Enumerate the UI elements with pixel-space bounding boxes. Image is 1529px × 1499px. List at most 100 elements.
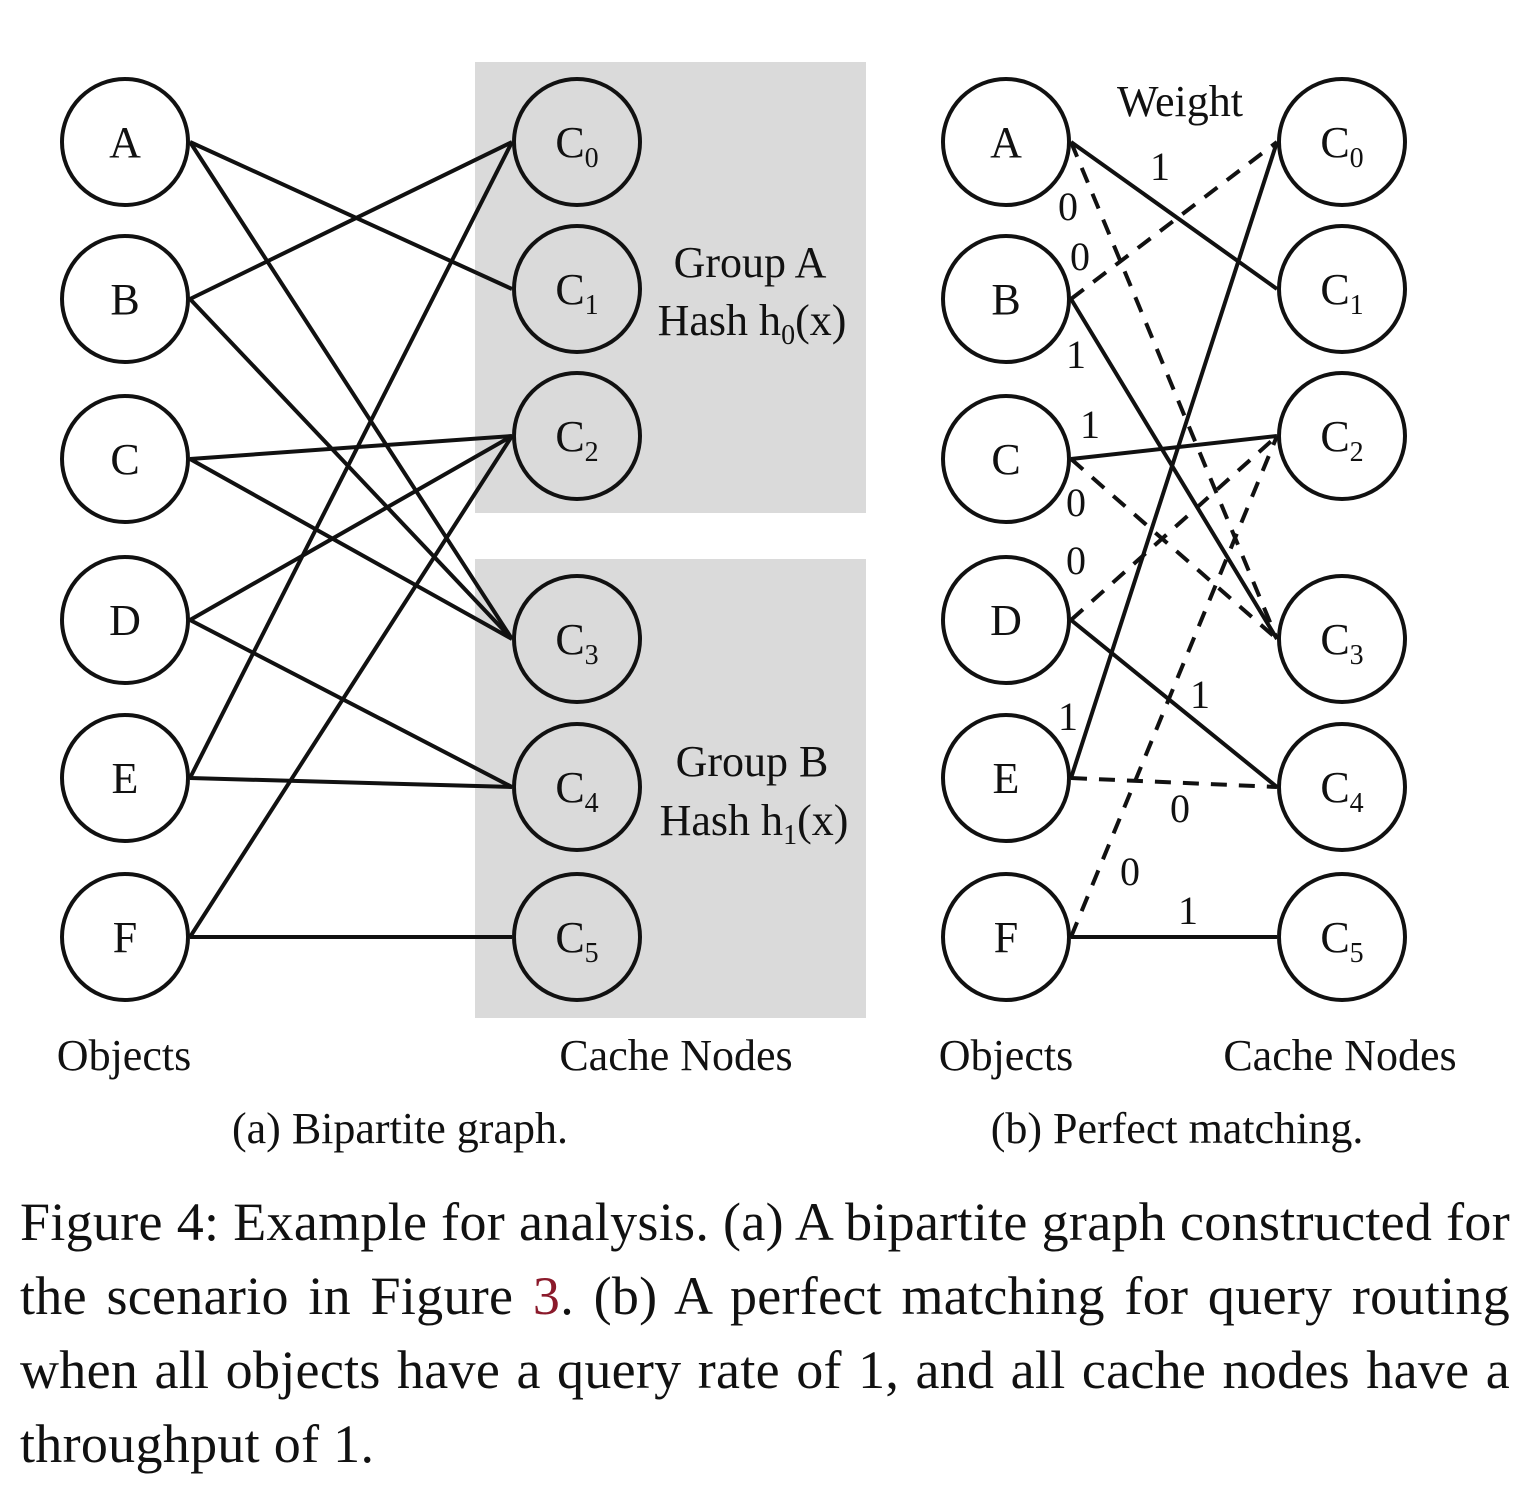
figure-caption: Figure 4: Example for analysis. (a) A bi…	[20, 1185, 1510, 1481]
panel-b-cache-nodes-label: Cache Nodes	[1223, 1031, 1456, 1080]
weight-label: 1	[1058, 694, 1078, 739]
node-label: E	[993, 754, 1020, 803]
panel-b-objects-label: Objects	[939, 1031, 1073, 1080]
edge-d-c4	[189, 618, 513, 789]
node-circle	[512, 872, 642, 1002]
node-label: C2	[555, 412, 598, 468]
panel-b-cache-node-c0: C0	[1277, 77, 1407, 207]
panel-b-object-node-e: E	[941, 713, 1071, 843]
panel-b-object-node-c: C	[941, 394, 1071, 524]
edge-d-c4	[1069, 618, 1279, 789]
node-label: C	[991, 435, 1020, 484]
weight-label: 1	[1150, 144, 1170, 189]
node-circle	[941, 394, 1071, 524]
panel-a-object-node-d: D	[60, 555, 190, 685]
weight-label: 0	[1070, 234, 1090, 279]
node-circle	[60, 555, 190, 685]
panel-b-cache-node-c2: C2	[1277, 371, 1407, 501]
panel-b-cache-node-c1: C1	[1277, 224, 1407, 354]
node-circle	[1277, 872, 1407, 1002]
panel-a-subcaption: (a) Bipartite graph.	[232, 1104, 568, 1153]
group-b-title: Group B	[676, 737, 829, 786]
edge-a-c1	[189, 140, 513, 291]
edge-e-c4	[1070, 776, 1278, 789]
edge-b-c3	[1069, 297, 1279, 641]
panel-b-cache-node-c4: C4	[1277, 722, 1407, 852]
node-circle	[512, 371, 642, 501]
node-label: D	[990, 596, 1022, 645]
group-a-box	[475, 62, 866, 513]
panel-a-object-node-f: F	[60, 872, 190, 1002]
figure-reference-link[interactable]: 3	[532, 1266, 561, 1326]
edge-b-c0	[1069, 140, 1279, 301]
edge-c-c3	[1069, 457, 1279, 641]
panel-a-cache-node-c3: C3	[512, 574, 642, 704]
edge-e-c4	[189, 776, 513, 789]
node-circle	[60, 394, 190, 524]
caption-text-end: . (b) A perfect matching for query routi…	[20, 1266, 1510, 1474]
node-circle	[60, 872, 190, 1002]
weight-label: 0	[1066, 480, 1086, 525]
group-a-hash-label: Hash h0(x)	[658, 296, 847, 351]
group-b-box	[475, 559, 866, 1018]
panel-a-cache-node-c4: C4	[512, 722, 642, 852]
node-label: C5	[1320, 913, 1363, 969]
panel-a-cache-node-c1: C1	[512, 224, 642, 354]
node-label: A	[109, 118, 141, 167]
node-circle	[512, 722, 642, 852]
edge-d-c2	[189, 434, 513, 622]
node-circle	[941, 77, 1071, 207]
edge-c-c2	[1070, 434, 1278, 461]
group-b-hash-label: Hash h1(x)	[660, 796, 849, 851]
node-label: C2	[1320, 412, 1363, 468]
weight-label: 0	[1058, 184, 1078, 229]
weight-label: 0	[1170, 786, 1190, 831]
panel-b-cache-node-c5: C5	[1277, 872, 1407, 1002]
panel-b-object-node-f: F	[941, 872, 1071, 1002]
node-label: D	[109, 596, 141, 645]
panel-a-cache-node-c2: C2	[512, 371, 642, 501]
node-circle	[512, 77, 642, 207]
node-circle	[60, 77, 190, 207]
node-circle	[1277, 224, 1407, 354]
node-label: C3	[1320, 615, 1363, 671]
edge-f-c2	[188, 434, 514, 939]
weight-header: Weight	[1117, 77, 1243, 126]
panel-a-cache-node-c0: C0	[512, 77, 642, 207]
weight-label: 1	[1178, 888, 1198, 933]
node-circle	[512, 224, 642, 354]
node-circle	[941, 234, 1071, 364]
node-label: C0	[1320, 118, 1363, 174]
node-circle	[1277, 371, 1407, 501]
node-circle	[941, 872, 1071, 1002]
node-circle	[60, 234, 190, 364]
node-label: C3	[555, 615, 598, 671]
node-label: B	[991, 275, 1020, 324]
node-label: C4	[555, 763, 598, 819]
edge-a-c3	[1069, 141, 1279, 640]
edge-a-c3	[188, 140, 514, 641]
node-label: F	[113, 913, 137, 962]
panel-b-object-node-b: B	[941, 234, 1071, 364]
node-label: C1	[555, 265, 598, 321]
node-label: C4	[1320, 763, 1363, 819]
node-circle	[1277, 77, 1407, 207]
weight-label: 1	[1080, 402, 1100, 447]
node-circle	[512, 574, 642, 704]
panel-a-edges	[188, 140, 514, 939]
panel-a-objects-label: Objects	[57, 1031, 191, 1080]
weight-label: 0	[1120, 849, 1140, 894]
group-a-title: Group A	[674, 238, 827, 287]
weight-label: 1	[1190, 672, 1210, 717]
node-label: C	[110, 435, 139, 484]
weight-label: 0	[1066, 538, 1086, 583]
node-label: C5	[555, 913, 598, 969]
panel-b-object-node-a: A	[941, 77, 1071, 207]
figure-4-diagram: Group A Hash h0(x) Group B Hash h1(x) A B…	[57, 62, 1457, 1153]
edge-b-c3	[188, 297, 514, 641]
panel-a-bipartite-graph: Group A Hash h0(x) Group B Hash h1(x) AB…	[57, 62, 866, 1153]
edge-c-c3	[189, 457, 513, 641]
weight-label: 1	[1066, 332, 1086, 377]
